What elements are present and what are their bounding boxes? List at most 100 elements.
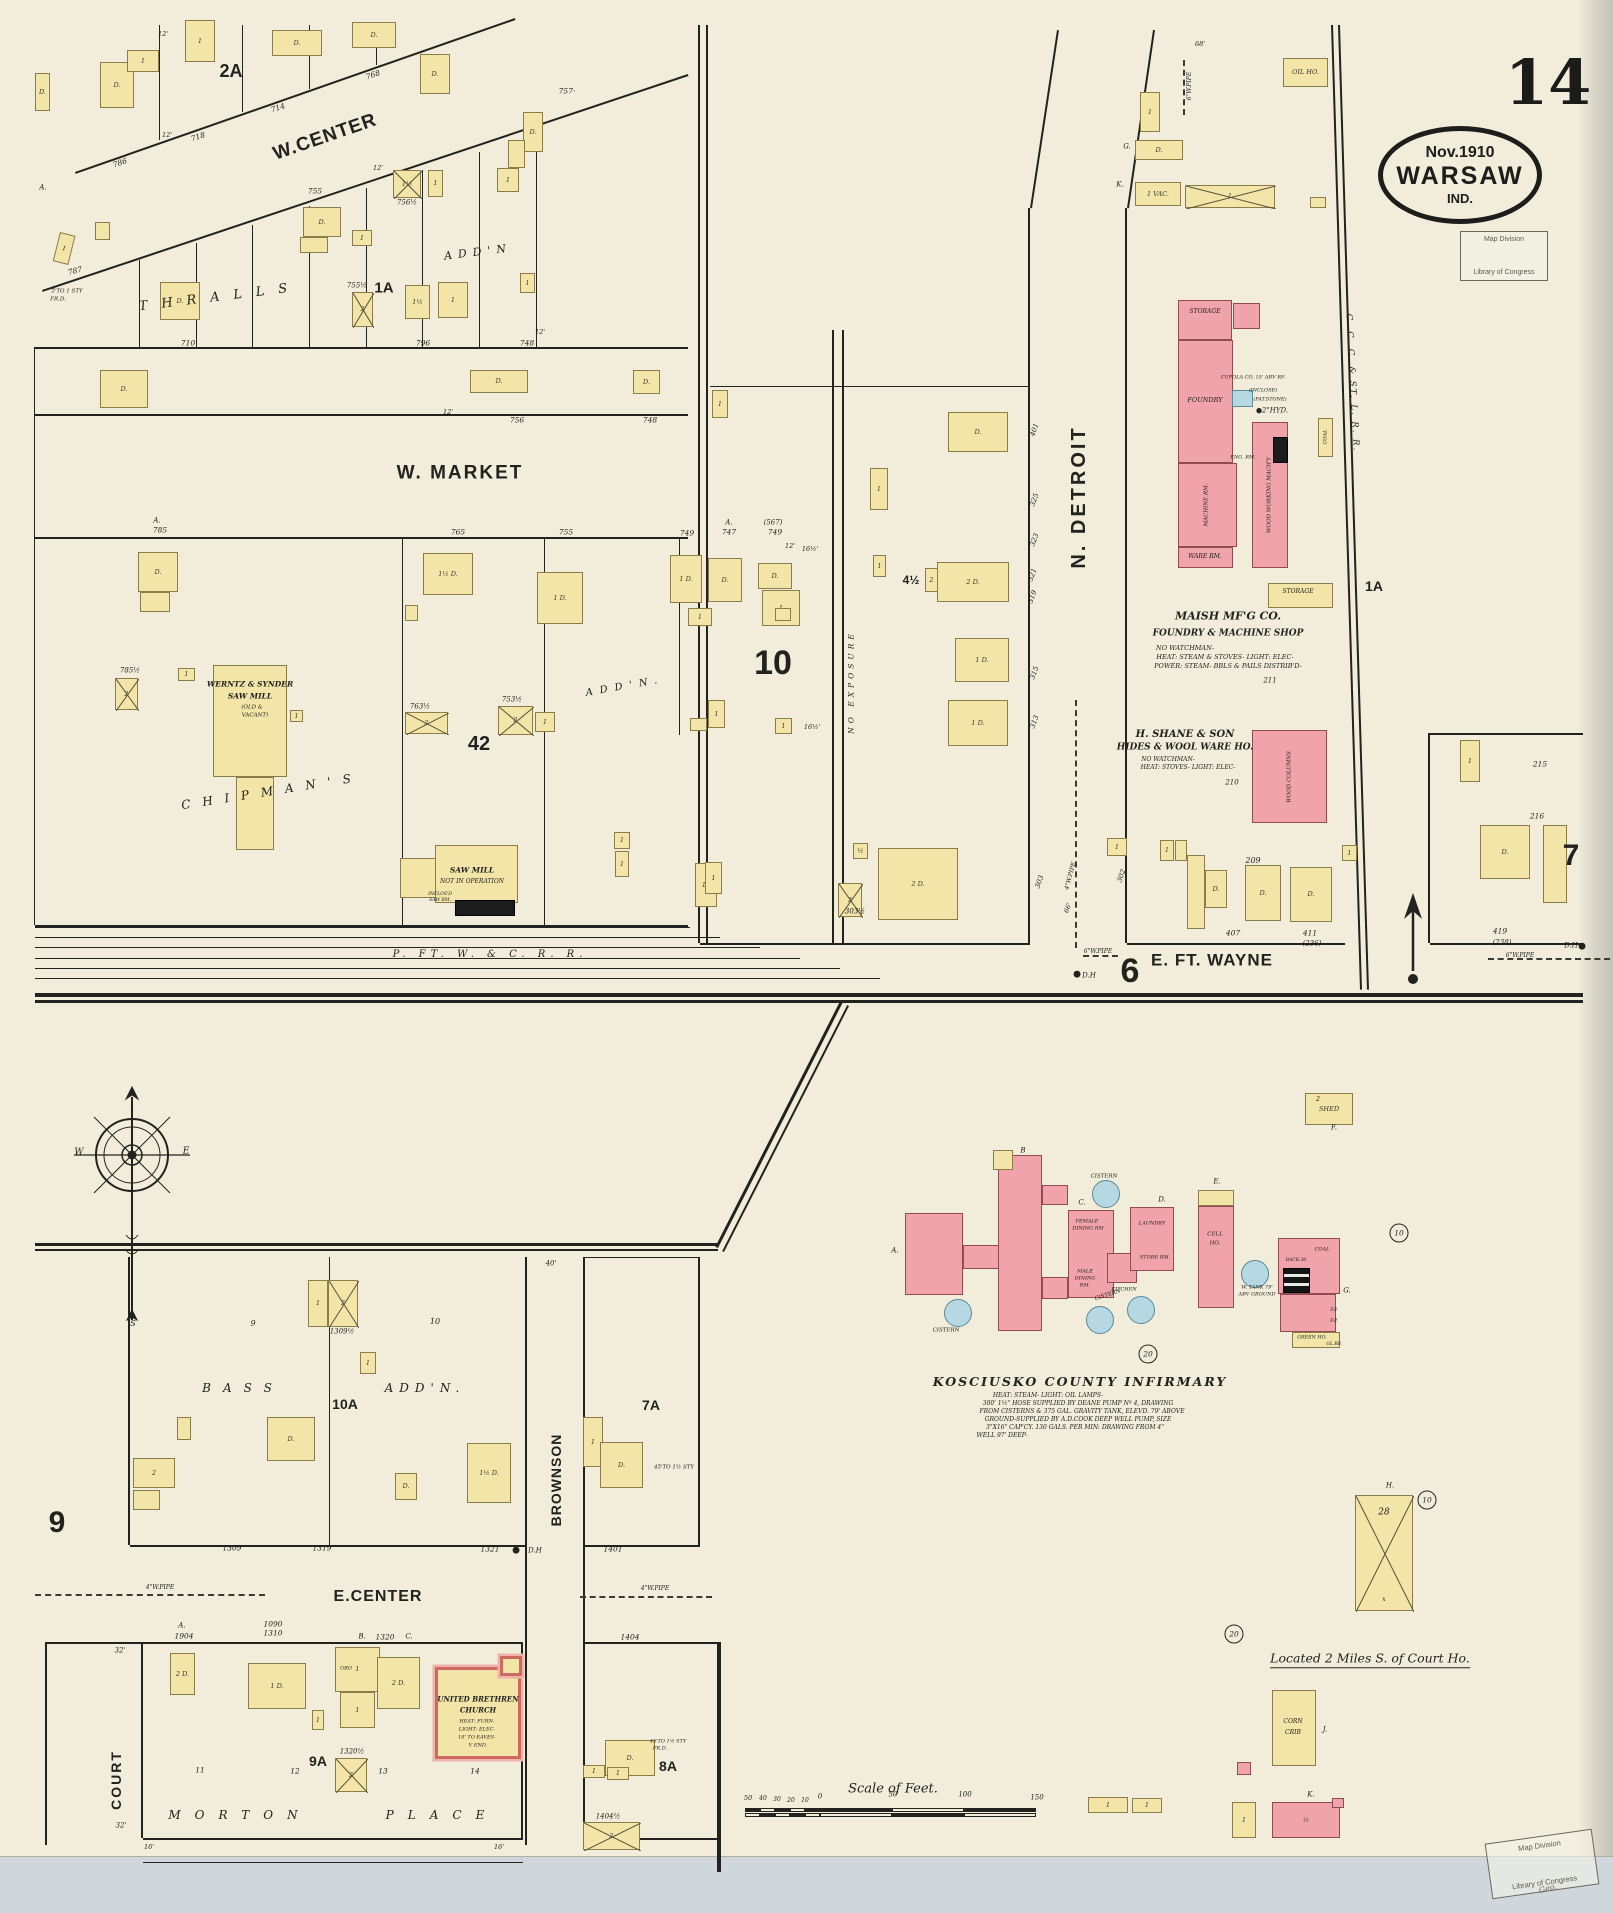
iron-structure — [1283, 1268, 1310, 1293]
frame-building: 1 — [1088, 1797, 1128, 1813]
brick-building — [1068, 1210, 1114, 1298]
map-line — [710, 386, 1030, 388]
map-label: CISTERN — [1090, 1173, 1118, 1180]
frame-building: 1 — [290, 710, 303, 722]
building-label: 1 — [1467, 756, 1473, 765]
frame-building — [177, 1417, 191, 1440]
building-label: 1 — [197, 36, 203, 45]
map-line — [141, 1642, 143, 1838]
map-label: 28 — [1378, 1507, 1390, 1518]
frame-building: 1 — [178, 668, 195, 681]
frame-building — [95, 222, 110, 240]
map-line — [35, 968, 840, 970]
frame-building: D. — [708, 558, 742, 602]
frame-building: 1 — [360, 1352, 376, 1374]
map-label: VACANT) — [241, 712, 269, 719]
frame-building: 1 — [340, 1692, 375, 1728]
x-roof-mark — [1186, 186, 1276, 209]
map-label: C. — [1078, 1198, 1086, 1207]
map-line — [535, 133, 537, 347]
map-label: 4"W.PIPE — [145, 1584, 175, 1591]
map-label: 45'TO 1½ STY — [653, 1464, 695, 1471]
building-label: 1 — [1144, 1801, 1150, 1810]
building-label: 1½ — [412, 297, 423, 306]
frame-building: 1 — [615, 851, 629, 877]
frame-building: 2 D. — [937, 562, 1009, 602]
map-label: 1309 — [222, 1543, 242, 1553]
map-label: DINING — [1074, 1275, 1096, 1282]
scale-bar-segment — [790, 1808, 805, 1812]
frame-building: ½ — [853, 843, 868, 859]
map-label: ● — [1578, 941, 1586, 952]
map-label: 2 — [1316, 1096, 1320, 1103]
map-line — [715, 1000, 843, 1248]
map-label: COAL — [1314, 1246, 1330, 1253]
map-label: MORTON — [168, 1808, 312, 1822]
map-label: x — [1382, 1596, 1386, 1603]
map-line — [1030, 30, 1059, 209]
map-label: 1319 — [312, 1543, 332, 1553]
frame-building: D. — [948, 412, 1008, 452]
building-label: 1 — [1147, 107, 1153, 116]
map-label: 6"W.PIPE — [1083, 948, 1113, 955]
frame-building: D. — [395, 1473, 417, 1500]
brick-building — [1042, 1277, 1068, 1299]
map-label: 12' — [372, 163, 384, 172]
building-label: D. — [626, 1753, 634, 1762]
scale-bar-segment — [775, 1808, 790, 1812]
map-label: 50 — [743, 1793, 753, 1802]
frame-building: 1 VAC. — [1135, 182, 1181, 206]
frame-building: D. — [35, 73, 50, 111]
map-label: KOSCIUSKO COUNTY INFIRMARY — [932, 1373, 1228, 1389]
map-line — [45, 1642, 48, 1845]
map-label: UNITED BRETHREN — [437, 1694, 519, 1704]
map-label: 763½ — [409, 702, 431, 711]
map-label: MALE — [1077, 1268, 1093, 1275]
map-label: H. — [1385, 1481, 1395, 1490]
frame-building: 1 — [312, 1710, 324, 1730]
building-label: 1 D. — [679, 574, 693, 583]
brick-building — [1178, 340, 1233, 463]
map-line — [700, 943, 1030, 945]
map-label: E.CENTER — [333, 1588, 423, 1605]
map-label: NOT IN OPERATION — [439, 878, 505, 885]
map-line — [128, 1257, 131, 1545]
frame-building: 1 — [607, 1767, 629, 1780]
map-label: 9 — [48, 1506, 66, 1539]
frame-building: 1 — [308, 1280, 328, 1327]
church-building — [500, 1656, 522, 1676]
map-label: 756 — [509, 415, 525, 425]
map-label: 411 — [1302, 928, 1318, 938]
map-label: 12' — [534, 327, 546, 336]
map-label: A. — [39, 183, 47, 192]
map-label: 40' — [545, 1259, 557, 1268]
building-label: 2 — [151, 1468, 157, 1477]
title-date: Nov.1910 — [1425, 144, 1495, 161]
map-label: 0 — [817, 1792, 823, 1801]
frame-building: D. — [1245, 865, 1281, 921]
frame-building: 2 — [352, 292, 374, 328]
scan-edge-right — [1578, 0, 1613, 1913]
frame-building — [133, 1490, 160, 1510]
frame-building: D. — [267, 1417, 315, 1461]
map-label: MAISH MF'G CO. — [1174, 609, 1282, 623]
scan-edge-bottom — [0, 1856, 1613, 1913]
frame-building: 1 — [535, 712, 555, 732]
map-line — [1428, 733, 1430, 943]
building-label: ½ — [1302, 1815, 1310, 1824]
building-label: D. — [642, 377, 651, 386]
building-label: 1 — [542, 717, 548, 726]
map-label: HEAT: FURN- — [459, 1718, 495, 1725]
brick-building — [1130, 1207, 1174, 1271]
frame-building: 2 — [838, 883, 863, 918]
map-label: NO EXPOSURE — [846, 630, 856, 734]
frame-building — [405, 605, 418, 621]
frame-building: 1 — [1185, 185, 1276, 209]
building-label: D. — [287, 1434, 295, 1443]
north-arrow-icon — [1404, 893, 1422, 984]
map-line — [706, 25, 708, 943]
building-label: D. — [431, 69, 439, 78]
map-line — [35, 978, 880, 980]
map-label: ADD'N. — [384, 1381, 466, 1395]
